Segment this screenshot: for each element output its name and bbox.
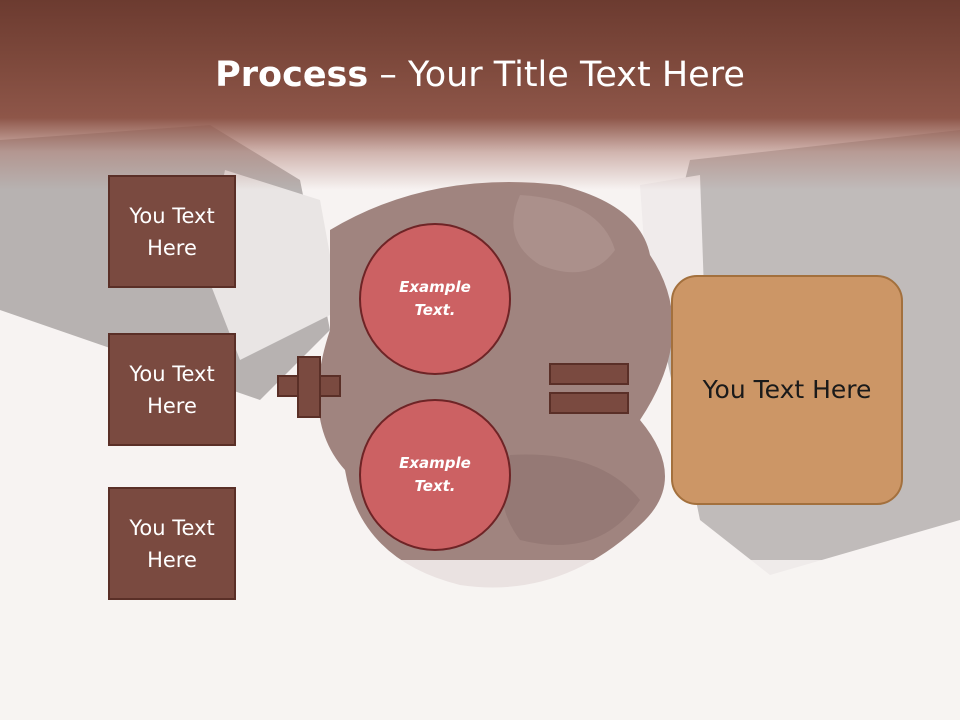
plus-center-fill bbox=[299, 377, 319, 395]
slide-title-bold: Process bbox=[215, 55, 369, 95]
slide-title: Process – Your Title Text Here bbox=[0, 52, 960, 98]
title-header-band bbox=[0, 0, 960, 190]
text-box-1-label: You Text Here bbox=[129, 203, 215, 260]
text-box-3-label: You Text Here bbox=[129, 515, 215, 572]
result-box-label: You Text Here bbox=[702, 375, 872, 404]
example-circle-1[interactable]: Example Text. bbox=[359, 223, 511, 375]
example-circle-1-label: Example Text. bbox=[399, 278, 471, 319]
text-box-2[interactable]: You Text Here bbox=[108, 333, 236, 446]
example-circle-2[interactable]: Example Text. bbox=[359, 399, 511, 551]
equals-bottom-bar bbox=[549, 392, 629, 414]
equals-top-bar bbox=[549, 363, 629, 385]
slide-title-rest: – Your Title Text Here bbox=[368, 55, 745, 95]
result-box[interactable]: You Text Here bbox=[671, 275, 903, 505]
text-box-3[interactable]: You Text Here bbox=[108, 487, 236, 600]
text-box-2-label: You Text Here bbox=[129, 361, 215, 418]
text-box-1[interactable]: You Text Here bbox=[108, 175, 236, 288]
example-circle-2-label: Example Text. bbox=[399, 454, 471, 495]
